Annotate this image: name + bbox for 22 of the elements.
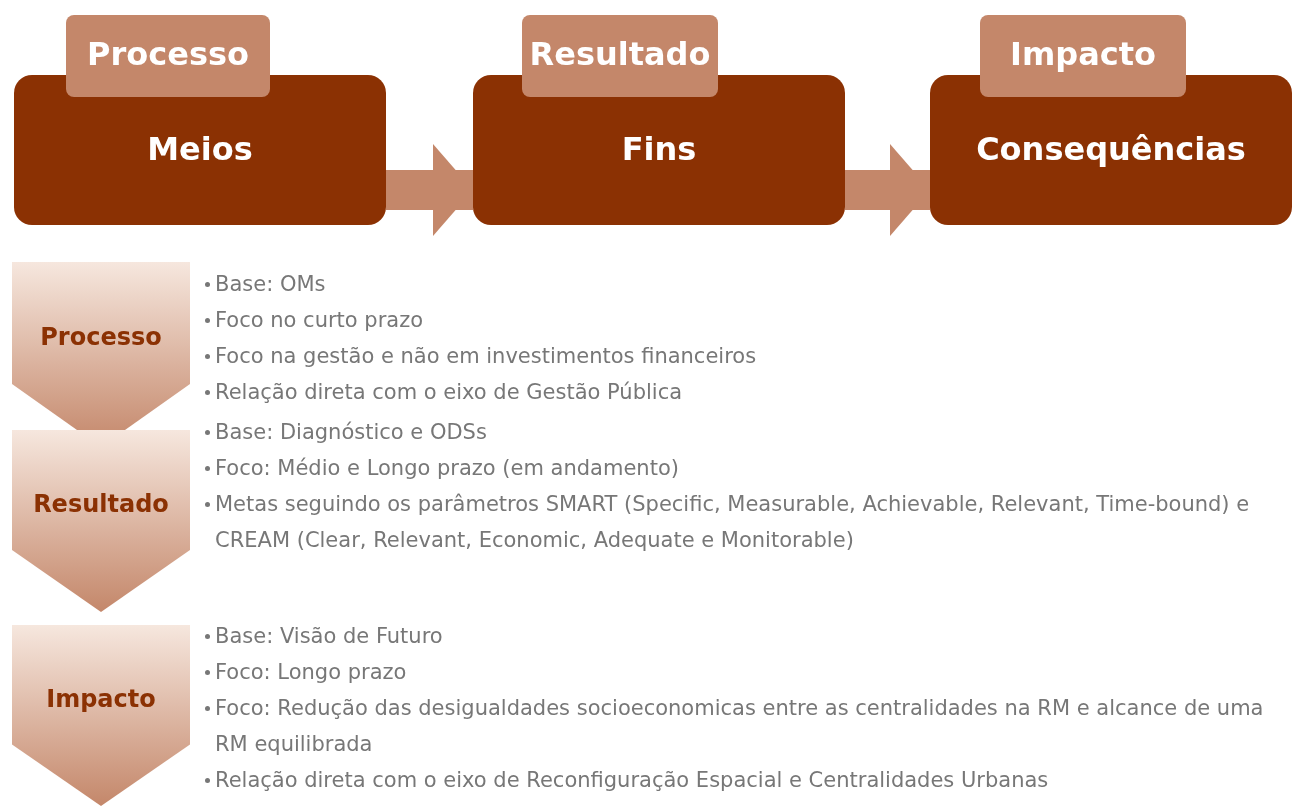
- chevron-label: Processo: [39, 323, 163, 352]
- stage-heading: Processo: [87, 35, 249, 73]
- bullet-text: Foco: Médio e Longo prazo (em andamento): [215, 455, 679, 482]
- bullet-text: Metas seguindo os parâmetros SMART (Specific, Measurable, Achievable, Relevant, Time-bound) e CREAM (Clear, Relevant, Economic, Adequate e Monitorable): [215, 491, 1251, 554]
- stage-label: Meios: [147, 130, 253, 168]
- stage-label: Consequências: [976, 130, 1246, 168]
- bullet-text: Base: Diagnóstico e ODSs: [215, 419, 487, 446]
- chevron-label: Impacto: [45, 684, 157, 713]
- stage-heading: Resultado: [529, 35, 711, 73]
- bullet-text: Foco no curto prazo: [215, 307, 424, 334]
- bullet-text: Foco: Redução das desigualdades socioeconomicas entre as centralidades na RM e alcance de uma RM equilibrada: [215, 695, 1265, 758]
- arrow: [845, 144, 930, 236]
- arrow: [386, 144, 473, 236]
- bullet-text: Base: OMs: [215, 271, 326, 298]
- bullet-text: Foco na gestão e não em investimentos financeiros: [215, 343, 757, 370]
- bullet-text: Relação direta com o eixo de Reconfiguração Espacial e Centralidades Urbanas: [215, 767, 1049, 794]
- bullet-text: Base: Visão de Futuro: [215, 623, 443, 650]
- stage-heading: Impacto: [1010, 35, 1156, 73]
- chevron-label: Resultado: [32, 490, 170, 519]
- stage-label: Fins: [621, 130, 697, 168]
- bullet-text: Foco: Longo prazo: [215, 659, 407, 686]
- bullet-text: Relação direta com o eixo de Gestão Pública: [215, 379, 683, 406]
